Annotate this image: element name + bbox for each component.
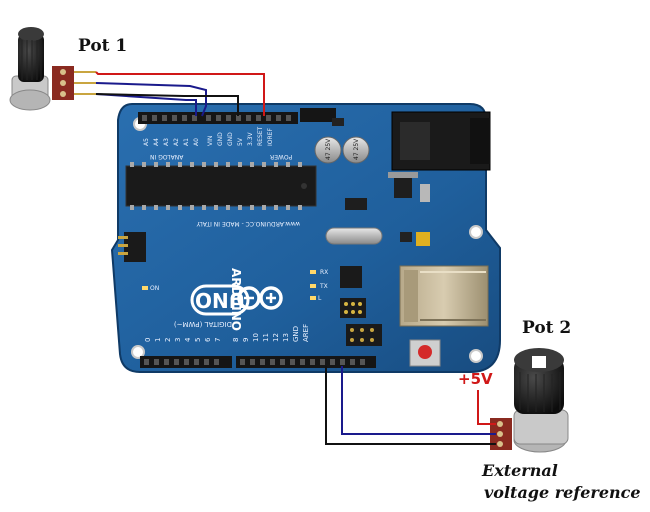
pin-label-vin: VIN (207, 136, 214, 146)
microcontroller-chip (125, 162, 317, 210)
power-header-label: POWER (270, 153, 292, 160)
pin-label-reset: RESET (257, 126, 264, 146)
crystal-oscillator (325, 227, 383, 245)
pin-label-gnd: GND (227, 132, 234, 146)
pin-label-a0: A0 (193, 138, 200, 146)
wire-5v-ext (477, 390, 496, 425)
infinity-logo-icon (237, 286, 283, 310)
pin-label-d8: 8 (232, 338, 240, 342)
arduino-board: A5 A4 A3 A2 A1 A0 VIN GND GND 5V 3.3V RE… (110, 103, 501, 373)
led-label-tx: TX (319, 283, 328, 290)
digital-header (140, 356, 376, 368)
analog-in-header-label: ANALOG IN (150, 153, 183, 160)
ext-label-line1: External (482, 461, 558, 480)
usb-port (399, 265, 489, 327)
pin-label-aref: AREF (302, 324, 310, 342)
usb-chip (340, 266, 362, 288)
led-label-rx: RX (320, 269, 328, 276)
capacitors: 47 25V 47 25V (314, 118, 370, 164)
led-label-l: L (318, 295, 322, 302)
icsp-header (118, 232, 382, 346)
pin-label-gnd: GND (217, 132, 224, 146)
mount-hole (469, 225, 483, 239)
wire-gnd-2 (325, 366, 496, 445)
wire-gnd (95, 93, 239, 116)
pin-label-d13: 13 (282, 333, 290, 342)
pin-label-d7: 7 (214, 338, 222, 342)
wire-5v (95, 71, 265, 116)
external-voltage-reference-label: External voltage reference (482, 460, 641, 504)
arduino-logo: ARDUINO UNO (190, 268, 283, 331)
potentiometer-1 (9, 27, 96, 111)
wire-aref (341, 366, 496, 435)
origin-text: www.ARDUINO.CC - MADE IN ITALY (196, 220, 300, 227)
pin-label-a1: A1 (183, 138, 190, 146)
wire-a1 (95, 93, 197, 116)
top-header (138, 108, 336, 124)
mount-hole (469, 349, 483, 363)
pot1-label: Pot 1 (78, 36, 128, 56)
pin-label-d5: 5 (194, 338, 202, 342)
ext-label-line2: voltage reference (484, 483, 641, 502)
pin-label-d2: 2 (164, 338, 172, 342)
voltage-regulator (394, 178, 412, 198)
digital-header-label: DIGITAL (PWM~) (174, 320, 232, 328)
mount-hole (131, 345, 145, 359)
pin-label-a4: A4 (153, 138, 160, 146)
capacitor-label: 47 25V (325, 138, 332, 160)
pin-label-ioref: IOREF (267, 128, 274, 146)
pot2-label: Pot 2 (522, 318, 572, 338)
power-jack (391, 111, 491, 171)
pot1-wires (95, 71, 265, 117)
pin-label-d6: 6 (204, 337, 212, 342)
pot2-wires (325, 366, 496, 445)
led-label-on: ON (150, 285, 159, 292)
pin-label-d4: 4 (184, 337, 192, 342)
pin-label-3v3: 3.3V (247, 131, 254, 146)
pin-label-gnd-digital: GND (292, 326, 300, 342)
plus-5v-label: +5V (458, 370, 493, 388)
wire-a0 (95, 82, 207, 117)
pin-label-a3: A3 (163, 138, 170, 146)
model-text: UNO (195, 288, 245, 312)
pin-label-d10: 10 (252, 333, 260, 342)
pin-label-d12: 12 (272, 333, 280, 342)
reset-button[interactable] (409, 339, 441, 367)
fuse (416, 232, 430, 246)
pin-label-a5: A5 (143, 138, 150, 146)
pin-label-d9: 9 (242, 338, 250, 342)
capacitor-label: 47 25V (353, 138, 360, 160)
pin-label-5v: 5V (237, 137, 244, 146)
pin-label-d3: 3 (174, 338, 182, 342)
pin-label-d11: 11 (262, 333, 270, 342)
pin-label-d1: 1 (154, 338, 162, 342)
pin-label-d0: 0 (144, 338, 152, 342)
potentiometer-2 (490, 348, 569, 453)
pin-label-a2: A2 (173, 138, 180, 146)
